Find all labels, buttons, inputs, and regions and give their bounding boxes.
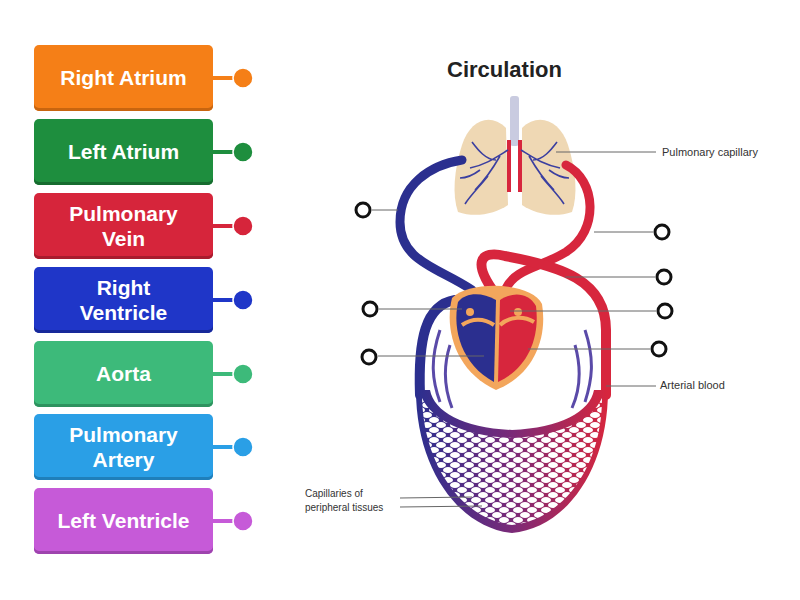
leader-lines bbox=[372, 152, 656, 507]
leader-line bbox=[528, 349, 650, 350]
pin-stem bbox=[213, 372, 235, 376]
tile-pin bbox=[213, 434, 257, 460]
pin-stem bbox=[213, 224, 235, 228]
leader-line bbox=[400, 506, 482, 507]
valve-dot bbox=[514, 308, 522, 316]
drop-target bbox=[652, 342, 666, 356]
drop-target bbox=[655, 225, 669, 239]
heart-wall bbox=[450, 286, 544, 390]
leader-line bbox=[510, 311, 656, 312]
leader-line bbox=[594, 232, 653, 233]
label-text: Right Atrium bbox=[53, 65, 195, 90]
left-lung bbox=[455, 120, 508, 215]
label-text: Left Ventricle bbox=[53, 508, 195, 533]
tile-pin bbox=[213, 508, 257, 534]
label-tile: Aorta bbox=[34, 341, 213, 407]
drop-target bbox=[363, 302, 377, 316]
drop-target bbox=[658, 304, 672, 318]
tile-pin bbox=[213, 139, 257, 165]
leader-line bbox=[606, 386, 656, 387]
trachea bbox=[510, 96, 519, 146]
label-text: Left Atrium bbox=[53, 139, 195, 164]
label-tile: Right Atrium bbox=[34, 45, 213, 111]
leader-line bbox=[372, 210, 398, 211]
drop-target bbox=[356, 203, 370, 217]
heart-valves bbox=[462, 318, 534, 325]
pin-head bbox=[233, 68, 253, 88]
label-text: Right Ventricle bbox=[53, 275, 195, 325]
leader-line bbox=[400, 497, 472, 498]
label-text: Pulmonary Artery bbox=[53, 422, 195, 472]
left-heart-chambers bbox=[498, 295, 537, 382]
label-tile: Pulmonary Artery bbox=[34, 414, 213, 480]
pulmonary-capillary-branches bbox=[521, 142, 569, 204]
pin-stem bbox=[213, 298, 235, 302]
leader-line bbox=[565, 277, 655, 278]
label-text: Pulmonary Vein bbox=[53, 201, 195, 251]
callout-label: Arterial blood bbox=[660, 379, 790, 392]
leader-line bbox=[556, 152, 656, 153]
pin-stem bbox=[213, 150, 235, 154]
pin-head bbox=[233, 142, 253, 162]
callout-label: Pulmonary capillary bbox=[662, 146, 792, 159]
drop-targets bbox=[356, 203, 672, 364]
drop-target bbox=[362, 350, 376, 364]
capillary-bed bbox=[416, 390, 608, 533]
pulmonary-capillary-branches bbox=[460, 142, 508, 204]
pin-stem bbox=[213, 76, 235, 80]
label-tile: Pulmonary Vein bbox=[34, 193, 213, 259]
pin-head bbox=[233, 511, 253, 531]
pulmonary-artery-vessel bbox=[400, 160, 472, 290]
label-tile: Right Ventricle bbox=[34, 267, 213, 333]
leader-line bbox=[378, 356, 484, 357]
tile-pin bbox=[213, 287, 257, 313]
label-text: Aorta bbox=[53, 361, 195, 386]
pin-head bbox=[233, 216, 253, 236]
pin-stem bbox=[213, 445, 235, 449]
pin-head bbox=[233, 364, 253, 384]
pulmonary-trunk bbox=[509, 140, 520, 192]
tile-pin bbox=[213, 361, 257, 387]
pin-head bbox=[233, 437, 253, 457]
pin-head bbox=[233, 290, 253, 310]
pin-stem bbox=[213, 519, 235, 523]
diagram-title: Circulation bbox=[447, 57, 562, 83]
label-tile: Left Atrium bbox=[34, 119, 213, 185]
callout-label: Capillaries of peripheral tissues bbox=[305, 487, 400, 515]
drop-target bbox=[657, 270, 671, 284]
leader-line bbox=[379, 309, 462, 310]
tile-pin bbox=[213, 213, 257, 239]
valve-dot bbox=[466, 308, 474, 316]
label-tile: Left Ventricle bbox=[34, 488, 213, 554]
tile-pin bbox=[213, 65, 257, 91]
pulmonary-vein-vessel bbox=[505, 165, 590, 290]
right-heart-chambers bbox=[456, 294, 496, 382]
